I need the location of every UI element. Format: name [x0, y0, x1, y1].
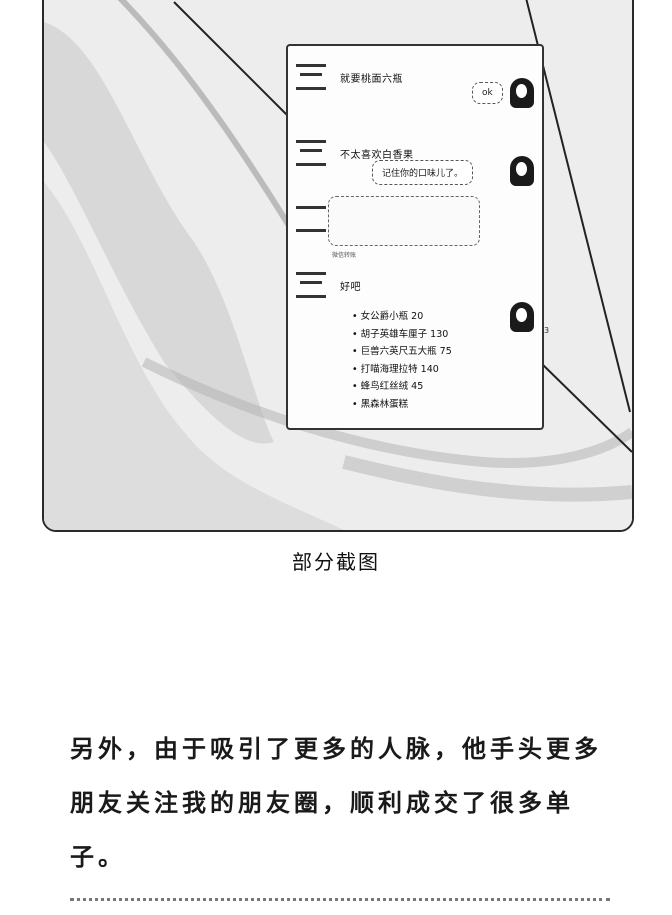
list-item: 打喵海理拉特 140 — [352, 361, 452, 379]
photo: 就要桃面六瓶 ok 不太喜欢白香果 记住你的口味儿了。 微信转账 好吧 女公爵小… — [42, 0, 634, 532]
article-paragraph: 另外，由于吸引了更多的人脉，他手头更多朋友关注我的朋友圈，顺利成交了很多单子。 — [70, 735, 602, 871]
contact-avatar-icon — [296, 64, 326, 90]
message-text: 不太喜欢白香果 — [340, 149, 414, 161]
chat-message: 好吧 — [296, 272, 361, 298]
message-text: 记住你的口味儿了。 — [382, 169, 464, 179]
list-item: 巨兽六英尺五大瓶 75 — [352, 343, 452, 361]
chat-message: 不太喜欢白香果 — [296, 140, 414, 166]
next-paragraph-cutoff — [70, 898, 610, 915]
contact-avatar-icon — [296, 206, 326, 232]
message-text: 好吧 — [340, 281, 361, 293]
price-list: 女公爵小瓶 20 胡子英雄车厘子 130 巨兽六英尺五大瓶 75 打喵海理拉特 … — [352, 308, 452, 413]
message-text: 就要桃面六瓶 — [340, 73, 403, 85]
image-caption: 部分截图 — [292, 550, 380, 574]
image-message — [328, 196, 480, 246]
list-item: 蜂鸟红丝绒 45 — [352, 378, 452, 396]
list-item: 女公爵小瓶 20 — [352, 308, 452, 326]
contact-avatar-icon — [296, 272, 326, 298]
chat-bubble-right: 记住你的口味儿了。 — [372, 160, 474, 185]
list-item: 胡子英雄车厘子 130 — [352, 326, 452, 344]
user-avatar-icon — [510, 78, 534, 108]
list-item: 黑森林蛋糕 — [352, 396, 452, 414]
chat-message: 就要桃面六瓶 — [296, 64, 403, 90]
user-avatar-icon — [510, 156, 534, 186]
side-number: 3 — [544, 326, 550, 335]
image-caption: 微信转账 — [332, 252, 357, 259]
contact-avatar-icon — [296, 140, 326, 166]
phone-screen: 就要桃面六瓶 ok 不太喜欢白香果 记住你的口味儿了。 微信转账 好吧 女公爵小… — [286, 44, 544, 430]
user-avatar-icon — [510, 302, 534, 332]
chat-bubble-right: ok — [472, 82, 503, 104]
message-text: ok — [482, 88, 493, 98]
